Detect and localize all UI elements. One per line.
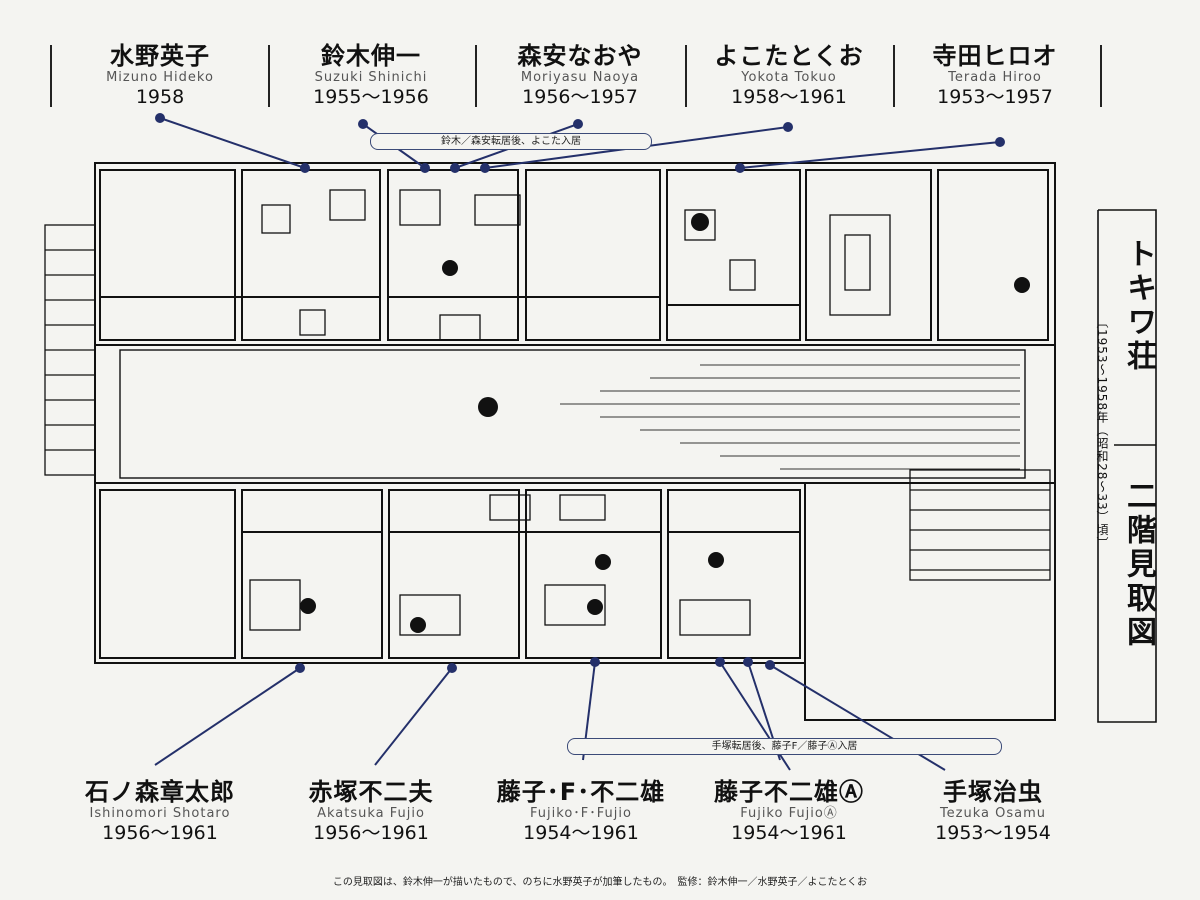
resident-romaji: Yokota Tokuo bbox=[741, 70, 837, 85]
footer-credit: この見取図は、鈴木伸一が描いたもので、のちに水野英子が加筆したもの。 監修：鈴木… bbox=[332, 877, 868, 888]
resident-yokota: よこたとくお Yokota Tokuo 1958〜1961 bbox=[684, 42, 894, 108]
resident-romaji: Tezuka Osamu bbox=[939, 806, 1047, 821]
room-ishinomori bbox=[241, 489, 383, 659]
page-title: トキワ荘 bbox=[1121, 238, 1156, 374]
separator bbox=[475, 45, 477, 107]
resident-romaji: Suzuki Shinichi bbox=[314, 70, 428, 85]
resident-romaji: Akatsuka Fujio bbox=[317, 806, 425, 821]
note-bottom: 手塚転居後、藤子F／藤子Ⓐ入居 bbox=[567, 738, 1002, 755]
resident-romaji: Fujiko･F･Fujio bbox=[530, 806, 632, 821]
title-period: 〔1953〜1958年（昭和28〜33）頃〕 bbox=[1095, 316, 1109, 550]
separator bbox=[685, 45, 687, 107]
resident-years: 1954〜1961 bbox=[731, 822, 847, 844]
room-suzuki bbox=[241, 169, 381, 341]
resident-romaji: Moriyasu Naoya bbox=[520, 70, 640, 85]
resident-years: 1953〜1957 bbox=[937, 86, 1053, 108]
resident-name: 鈴木伸一 bbox=[321, 42, 421, 70]
resident-akatsuka: 赤塚不二夫 Akatsuka Fujio 1956〜1961 bbox=[266, 778, 476, 844]
room-terada-north bbox=[525, 169, 661, 341]
resident-years: 1958 bbox=[135, 86, 185, 108]
resident-name: よこたとくお bbox=[714, 42, 864, 70]
resident-years: 1956〜1961 bbox=[102, 822, 218, 844]
resident-name: 石ノ森章太郎 bbox=[85, 778, 235, 806]
room-fujiko-a bbox=[667, 489, 801, 659]
resident-name: 水野英子 bbox=[110, 42, 210, 70]
resident-name: 手塚治虫 bbox=[943, 778, 1043, 806]
resident-name: 森安なおや bbox=[517, 42, 643, 70]
resident-fujiko-a: 藤子不二雄Ⓐ Fujiko FujioⒶ 1954〜1961 bbox=[684, 778, 894, 844]
resident-romaji: Terada Hiroo bbox=[948, 70, 1042, 85]
resident-fujiko-f: 藤子･F･不二雄 Fujiko･F･Fujio 1954〜1961 bbox=[476, 778, 686, 844]
resident-mizuno: 水野英子 Mizuno Hideko 1958 bbox=[55, 42, 265, 108]
separator bbox=[50, 45, 52, 107]
resident-name: 藤子不二雄Ⓐ bbox=[714, 778, 864, 806]
separator bbox=[268, 45, 270, 107]
resident-moriyasu: 森安なおや Moriyasu Naoya 1956〜1957 bbox=[475, 42, 685, 108]
resident-ishinomori: 石ノ森章太郎 Ishinomori Shotaro 1956〜1961 bbox=[55, 778, 265, 844]
resident-name: 赤塚不二夫 bbox=[308, 778, 434, 806]
room-akatsuka bbox=[388, 489, 520, 659]
resident-tezuka: 手塚治虫 Tezuka Osamu 1953〜1954 bbox=[888, 778, 1098, 844]
resident-name: 寺田ヒロオ bbox=[932, 42, 1058, 70]
separator bbox=[893, 45, 895, 107]
page-subtitle: 二階見取図 bbox=[1121, 480, 1156, 650]
resident-years: 1958〜1961 bbox=[731, 86, 847, 108]
resident-years: 1956〜1957 bbox=[522, 86, 638, 108]
room-kitchen bbox=[805, 169, 932, 341]
running-figure-icon bbox=[478, 397, 498, 417]
resident-romaji: Fujiko FujioⒶ bbox=[740, 806, 838, 821]
resident-years: 1954〜1961 bbox=[523, 822, 639, 844]
note-top: 鈴木／森安転居後、よこた入居 bbox=[370, 133, 652, 150]
resident-years: 1955〜1956 bbox=[313, 86, 429, 108]
room-mizuno bbox=[99, 169, 236, 341]
stair-wing-outline bbox=[804, 482, 1056, 721]
resident-terada: 寺田ヒロオ Terada Hiroo 1953〜1957 bbox=[890, 42, 1100, 108]
resident-romaji: Mizuno Hideko bbox=[106, 70, 214, 85]
resident-years: 1953〜1954 bbox=[935, 822, 1051, 844]
resident-romaji: Ishinomori Shotaro bbox=[89, 806, 231, 821]
separator bbox=[1100, 45, 1102, 107]
resident-suzuki: 鈴木伸一 Suzuki Shinichi 1955〜1956 bbox=[266, 42, 476, 108]
resident-name: 藤子･F･不二雄 bbox=[496, 778, 666, 806]
room-toilet bbox=[937, 169, 1049, 341]
room-yokota bbox=[666, 169, 801, 341]
room-south-1 bbox=[99, 489, 236, 659]
resident-years: 1956〜1961 bbox=[313, 822, 429, 844]
